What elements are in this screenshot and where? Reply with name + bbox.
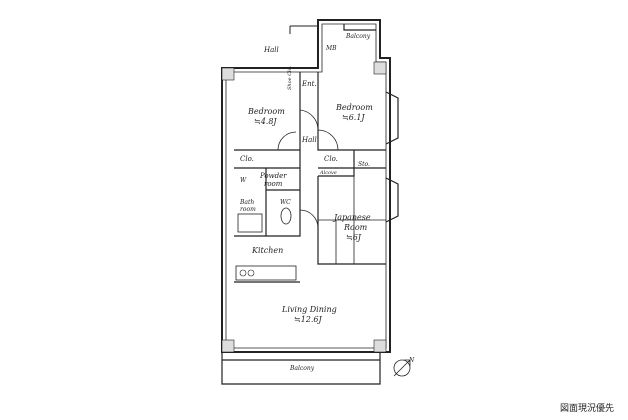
- label-bedroom-1: Bedroom: [247, 107, 285, 116]
- stove-burner: [239, 269, 247, 277]
- balcony-bottom: [221, 352, 381, 385]
- corner-pillar: [373, 339, 387, 353]
- label-japanese-2: Room: [343, 223, 368, 232]
- compass-arrow-icon: [393, 359, 411, 377]
- outer-wall-inner: [225, 23, 387, 349]
- label-bedroom-1-size: ≒4.8J: [254, 117, 277, 126]
- interior-wall: [317, 176, 386, 265]
- plan-caption: 図面現況優先: [559, 404, 614, 414]
- outer-wall: [221, 19, 391, 353]
- door-swing: [317, 129, 339, 151]
- label-balcony-bottom: Balcony: [289, 365, 315, 372]
- toilet: [280, 207, 292, 225]
- tatami-grid: [318, 176, 386, 264]
- label-storage: Sto.: [358, 161, 370, 168]
- label-washer: W: [240, 177, 247, 184]
- compass-icon: [393, 359, 411, 377]
- label-bath-2: room: [240, 206, 256, 213]
- label-entrance: Ent.: [301, 80, 317, 88]
- label-powder-1: Powder: [259, 172, 287, 180]
- label-balcony-top: Balcony: [345, 33, 371, 40]
- label-hall-mid: Hall: [301, 136, 317, 144]
- label-wc: WC: [280, 199, 291, 206]
- label-clo-right: Clo.: [324, 155, 338, 163]
- kitchen-counter: [235, 265, 297, 281]
- bay-window-top: [385, 91, 399, 145]
- label-alcove: Alcove: [319, 170, 337, 176]
- label-living: Living Dining: [281, 305, 337, 314]
- label-north: N: [408, 357, 415, 364]
- interior-wall: [317, 72, 386, 151]
- label-bedroom-2-size: ≒6.1J: [342, 113, 365, 122]
- bathtub: [237, 213, 263, 233]
- corner-pillar: [221, 67, 235, 81]
- label-living-size: ≒12.6J: [294, 315, 323, 324]
- door-swing: [299, 109, 319, 131]
- corner-pillar: [221, 339, 235, 353]
- door-swing: [299, 209, 319, 229]
- balcony-top: [343, 24, 376, 31]
- label-mb: MB: [325, 45, 337, 52]
- label-shoe-cabinet: Shoe Clo.: [287, 65, 293, 90]
- label-kitchen: Kitchen: [251, 246, 283, 255]
- door-swing: [277, 131, 297, 151]
- bay-window-bottom: [385, 177, 399, 223]
- label-hall-top: Hall: [263, 46, 279, 54]
- label-powder-2: room: [264, 180, 283, 188]
- label-japanese-1: Japanese: [332, 213, 371, 222]
- stove-burner: [247, 269, 255, 277]
- label-bedroom-2: Bedroom: [335, 103, 373, 112]
- label-japanese-size: ≒6J: [346, 233, 362, 242]
- corner-pillar: [373, 61, 387, 75]
- interior-wall: [234, 150, 301, 237]
- label-clo-left: Clo.: [240, 155, 254, 163]
- label-bath-1: Bath: [239, 199, 254, 206]
- hall-corridor: [289, 25, 318, 34]
